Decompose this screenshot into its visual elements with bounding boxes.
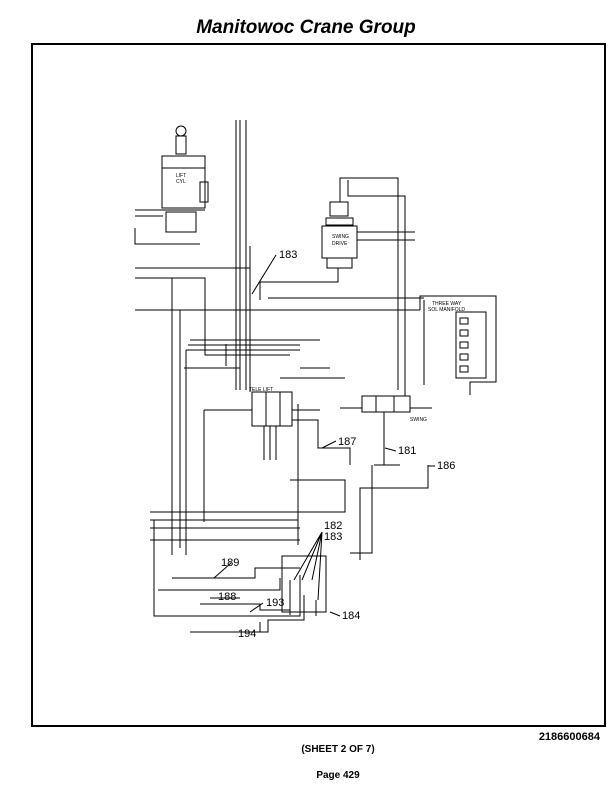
trunk-lines [135,120,420,555]
callout-181: 181 [398,445,416,457]
page-number: Page 429 [316,770,360,781]
lift-cyl-label-1: LIFT [176,173,186,179]
tele-lift-label: TELE LIFT [249,387,273,393]
tele-lift-valve: TELE LIFT [184,339,351,555]
lift-cyl-label-2: CYL [176,179,186,185]
callout-194: 194 [238,628,256,640]
callout-184: 184 [342,610,360,622]
callout-187: 187 [338,436,356,448]
lower-routing [150,404,429,633]
drawing-frame [31,43,606,727]
callout-183-top: 183 [279,249,297,261]
swing-drive: SWING DRIVE [259,177,415,396]
callout-188: 188 [218,591,236,603]
callout-193: 193 [266,597,284,609]
swing-drive-label-1: SWING [332,234,349,240]
lift-cylinder: LIFT CYL [134,125,209,245]
manifold-label-1: THREE WAY [432,301,462,307]
swing-label: SWING [410,417,427,423]
sheet-label: (SHEET 2 OF 7) [301,744,375,755]
callout-186: 186 [437,460,455,472]
manifold-label-2: SOL MANIFOLD [428,307,465,313]
callout-189: 189 [221,557,239,569]
callout-182: 182 [324,520,342,532]
page-title: Manitowoc Crane Group [196,17,416,38]
callout-leaders [210,254,435,632]
callout-183-low: 183 [324,531,342,543]
three-way-sol-manifold: THREE WAY SOL MANIFOLD [268,295,497,395]
swing-drive-label-2: DRIVE [332,241,348,247]
drawing-number: 2186600684 [538,731,600,743]
swing-valve: SWING [340,395,432,466]
